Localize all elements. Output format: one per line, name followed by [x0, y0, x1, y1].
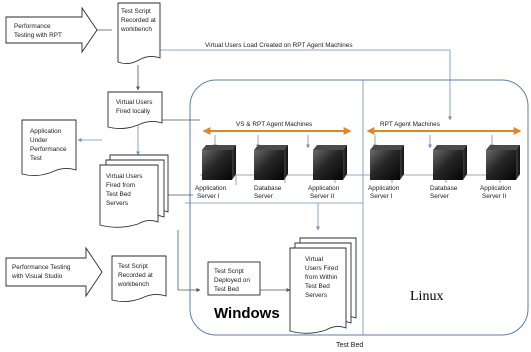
vs-test-script-document: Test Script Recorded at workbench	[111, 255, 167, 303]
server-icon	[486, 145, 520, 180]
fired-from-servers-line-4: Servers	[106, 200, 128, 207]
vs-rpt-agent-bracket: VS & RPT Agent Machines	[202, 121, 352, 135]
application-under-test-document: Application Under Performance Test	[21, 119, 77, 177]
app-under-test-line-2: Under	[30, 137, 48, 144]
win-server-3-line-1: Application	[308, 185, 340, 192]
perf-rpt-line-2: Testing with RPT	[14, 32, 62, 39]
win-server-2-line-1: Database	[254, 185, 282, 192]
lin-server-3-line-1: Application	[480, 185, 512, 192]
rpt-test-script-document: Test Script Recorded at workbench	[117, 2, 161, 65]
lin-server-1-line-1: Application	[368, 185, 400, 192]
linux-label: Linux	[410, 289, 443, 304]
vs-script-line-2: Recorded at	[118, 272, 153, 279]
win-server-1-line-2: Server I	[197, 193, 220, 200]
vs-script-line-3: workbench	[117, 281, 149, 288]
lin-server-3-line-2: Server II	[482, 193, 506, 200]
fired-from-servers-line-3: Test Bed	[106, 191, 131, 198]
windows-label: Windows	[214, 305, 280, 322]
perf-vs-line-1: Performance Testing	[12, 264, 71, 271]
fired-within-line-1: Virtual	[305, 256, 323, 263]
fired-within-line-4: Test Bed	[305, 283, 330, 290]
fired-within-test-bed-document-stack: Virtual Users Fired from Within Test Bed…	[289, 237, 357, 334]
vs-script-line-1: Test Script	[118, 263, 148, 270]
windows-server-labels: Application Server I Database Server App…	[193, 183, 348, 201]
rpt-agent-bracket: RPT Agent Machines	[366, 121, 522, 135]
fired-from-test-bed-document-stack: Virtual Users Fired from Test Bed Server…	[99, 154, 169, 228]
win-server-3-line-2: Server II	[310, 193, 334, 200]
app-under-test-line-1: Application	[30, 128, 62, 135]
server-icon	[202, 145, 236, 180]
deployed-line-3: Test Bed	[214, 286, 239, 293]
virtual-users-load-label: Virtual Users Load Created on RPT Agent …	[205, 42, 353, 49]
test-bed-boundary	[189, 79, 529, 336]
deployed-line-1: Test Script	[214, 268, 244, 275]
server-icon	[254, 145, 288, 180]
lin-server-2-line-2: Server	[430, 193, 450, 200]
performance-testing-vs-arrow: Performance Testing with Visual Studio	[5, 246, 103, 298]
server-icon	[313, 145, 347, 180]
app-under-test-line-4: Test	[30, 155, 42, 162]
fired-from-servers-line-2: Fired from	[106, 182, 135, 189]
vs-rpt-agent-label: VS & RPT Agent Machines	[236, 121, 312, 128]
win-server-2-line-2: Server	[254, 193, 274, 200]
deployed-line-2: Deployed on	[214, 277, 250, 284]
performance-testing-rpt-arrow: Performance Testing with RPT	[5, 6, 98, 54]
perf-rpt-line-1: Performance	[14, 23, 51, 30]
fired-locally-document: Virtual Users Fired locally	[107, 91, 163, 130]
fired-from-servers-line-1: Virtual Users	[106, 173, 142, 180]
fired-locally-line-1: Virtual Users	[116, 99, 152, 106]
test-bed-label: Test Bed	[336, 342, 363, 349]
lin-server-2-line-1: Database	[430, 185, 458, 192]
server-icon	[370, 145, 404, 180]
fired-within-line-5: Servers	[305, 292, 327, 299]
linux-server-labels: Application Server I Database Server App…	[366, 183, 522, 201]
rpt-agent-label: RPT Agent Machines	[380, 121, 440, 128]
rpt-script-line-3: workbench	[120, 26, 152, 33]
fired-locally-line-2: Fired locally	[116, 108, 151, 115]
perf-vs-line-2: with Visual Studio	[11, 273, 63, 280]
lin-server-1-line-2: Server I	[370, 193, 393, 200]
linux-server-icons	[370, 145, 520, 180]
rpt-script-line-1: Test Script	[121, 8, 151, 15]
win-server-1-line-1: Application	[195, 185, 227, 192]
server-icon	[433, 145, 467, 180]
windows-server-icons	[202, 145, 347, 180]
rpt-script-line-2: Recorded at	[121, 17, 156, 24]
app-under-test-line-3: Performance	[30, 146, 67, 153]
deployed-on-test-bed-box: Test Script Deployed on Test Bed	[207, 261, 261, 296]
fired-within-line-2: Users Fired	[305, 265, 338, 272]
fired-within-line-3: from Within	[305, 274, 338, 281]
